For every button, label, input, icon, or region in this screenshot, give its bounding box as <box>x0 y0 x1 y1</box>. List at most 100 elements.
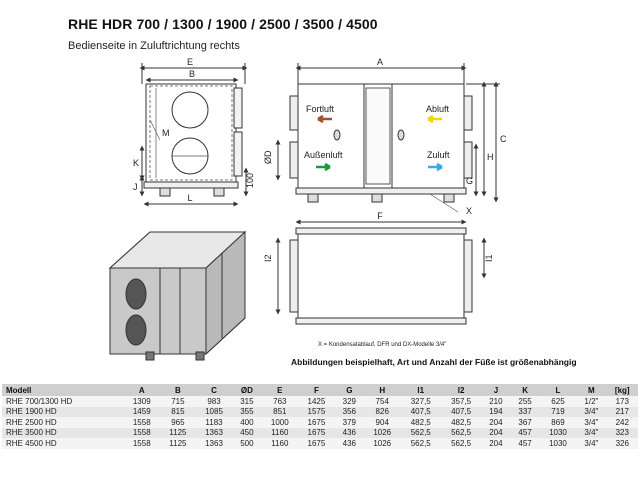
column-header: A <box>123 384 161 396</box>
dim-od-label: ØD <box>263 150 273 164</box>
dim-i1-label: I1 <box>484 254 494 262</box>
table-cell: 3/4" <box>576 438 607 449</box>
column-header: K <box>510 384 540 396</box>
table-cell: 436 <box>334 427 364 438</box>
table-cell: 323 <box>606 427 638 438</box>
table-cell: RHE 2500 HD <box>2 417 124 428</box>
table-cell: 1160 <box>261 427 299 438</box>
table-cell: 562,5 <box>440 438 482 449</box>
table-cell: 357,5 <box>440 396 482 407</box>
dim-100-label: 100 <box>245 173 255 188</box>
top-view <box>275 219 487 325</box>
table-cell: 1000 <box>261 417 299 428</box>
table-cell: 1575 <box>298 406 335 417</box>
column-header: I2 <box>440 384 482 396</box>
table-cell: 204 <box>481 438 511 449</box>
table-cell: 983 <box>195 396 233 407</box>
table-cell: 754 <box>363 396 401 407</box>
table-cell: 457 <box>510 438 540 449</box>
table-cell: 1675 <box>298 438 335 449</box>
table-cell: 719 <box>539 406 577 417</box>
column-header: F <box>298 384 335 396</box>
table-cell: 1/2" <box>576 396 607 407</box>
fortluft-label: Fortluft <box>306 104 335 114</box>
table-cell: 500 <box>232 438 262 449</box>
table-cell: 1363 <box>195 438 233 449</box>
table-cell: 826 <box>363 406 401 417</box>
table-cell: RHE 700/1300 HD <box>2 396 124 407</box>
table-cell: 1459 <box>123 406 161 417</box>
figure-caption: Abbildungen beispielhaft, Art und Anzahl… <box>291 357 577 367</box>
table-cell: 3/4" <box>576 427 607 438</box>
table-cell: 482,5 <box>400 417 441 428</box>
table-cell: 1675 <box>298 427 335 438</box>
table-cell: 1125 <box>160 438 196 449</box>
table-cell: 1675 <box>298 417 335 428</box>
dim-m-label: M <box>162 128 170 138</box>
column-header: J <box>481 384 511 396</box>
table-cell: 1085 <box>195 406 233 417</box>
table-cell: 436 <box>334 438 364 449</box>
table-cell: 3/4" <box>576 406 607 417</box>
table-cell: 367 <box>510 417 540 428</box>
dim-e-label: E <box>187 57 193 67</box>
column-header: E <box>261 384 299 396</box>
column-header: G <box>334 384 364 396</box>
column-header: B <box>160 384 196 396</box>
table-cell: 379 <box>334 417 364 428</box>
table-cell: 1030 <box>539 427 577 438</box>
dim-a-label: A <box>377 57 383 67</box>
table-cell: 204 <box>481 417 511 428</box>
table-cell: 407,5 <box>400 406 441 417</box>
table-cell: 869 <box>539 417 577 428</box>
table-cell: 1309 <box>123 396 161 407</box>
technical-drawing: E B L K J M 100 <box>108 57 507 361</box>
table-cell: 407,5 <box>440 406 482 417</box>
dim-i2-label: I2 <box>263 254 273 262</box>
aussenluft-arrow-icon <box>316 162 331 172</box>
side-view <box>139 63 249 207</box>
table-cell: 242 <box>606 417 638 428</box>
table-cell: 1125 <box>160 427 196 438</box>
table-cell: 763 <box>261 396 299 407</box>
table-cell: 1558 <box>123 438 161 449</box>
column-header: Modell <box>2 384 124 396</box>
table-cell: 1160 <box>261 438 299 449</box>
table-cell: 1363 <box>195 427 233 438</box>
table-cell: 715 <box>160 396 196 407</box>
table-cell: 562,5 <box>400 438 441 449</box>
dim-b-label: B <box>189 69 195 79</box>
table-cell: 1026 <box>363 438 401 449</box>
abluft-label: Abluft <box>426 104 450 114</box>
zuluft-arrow-icon <box>428 162 443 172</box>
table-cell: 327,5 <box>400 396 441 407</box>
table-cell: 400 <box>232 417 262 428</box>
column-header: [kg] <box>606 384 638 396</box>
page-subtitle: Bedienseite in Zuluftrichtung rechts <box>68 40 240 52</box>
fortluft-arrow-icon <box>317 114 332 124</box>
abluft-arrow-icon <box>427 114 442 124</box>
table-cell: 904 <box>363 417 401 428</box>
table-cell: 356 <box>334 406 364 417</box>
table-cell: 326 <box>606 438 638 449</box>
dim-g-label: G <box>466 176 473 186</box>
table-cell: 562,5 <box>400 427 441 438</box>
table-cell: 562,5 <box>440 427 482 438</box>
column-header: L <box>539 384 577 396</box>
dim-h-label: H <box>487 152 494 162</box>
condensate-note: X = Kondensatablauf, DFR und DX-Modelle … <box>318 342 447 348</box>
table-cell: 1183 <box>195 417 233 428</box>
table-cell: 3/4" <box>576 417 607 428</box>
dim-f-label: F <box>377 211 383 221</box>
table-cell: RHE 4500 HD <box>2 438 124 449</box>
column-header: C <box>195 384 233 396</box>
dim-c-label: C <box>500 134 507 144</box>
